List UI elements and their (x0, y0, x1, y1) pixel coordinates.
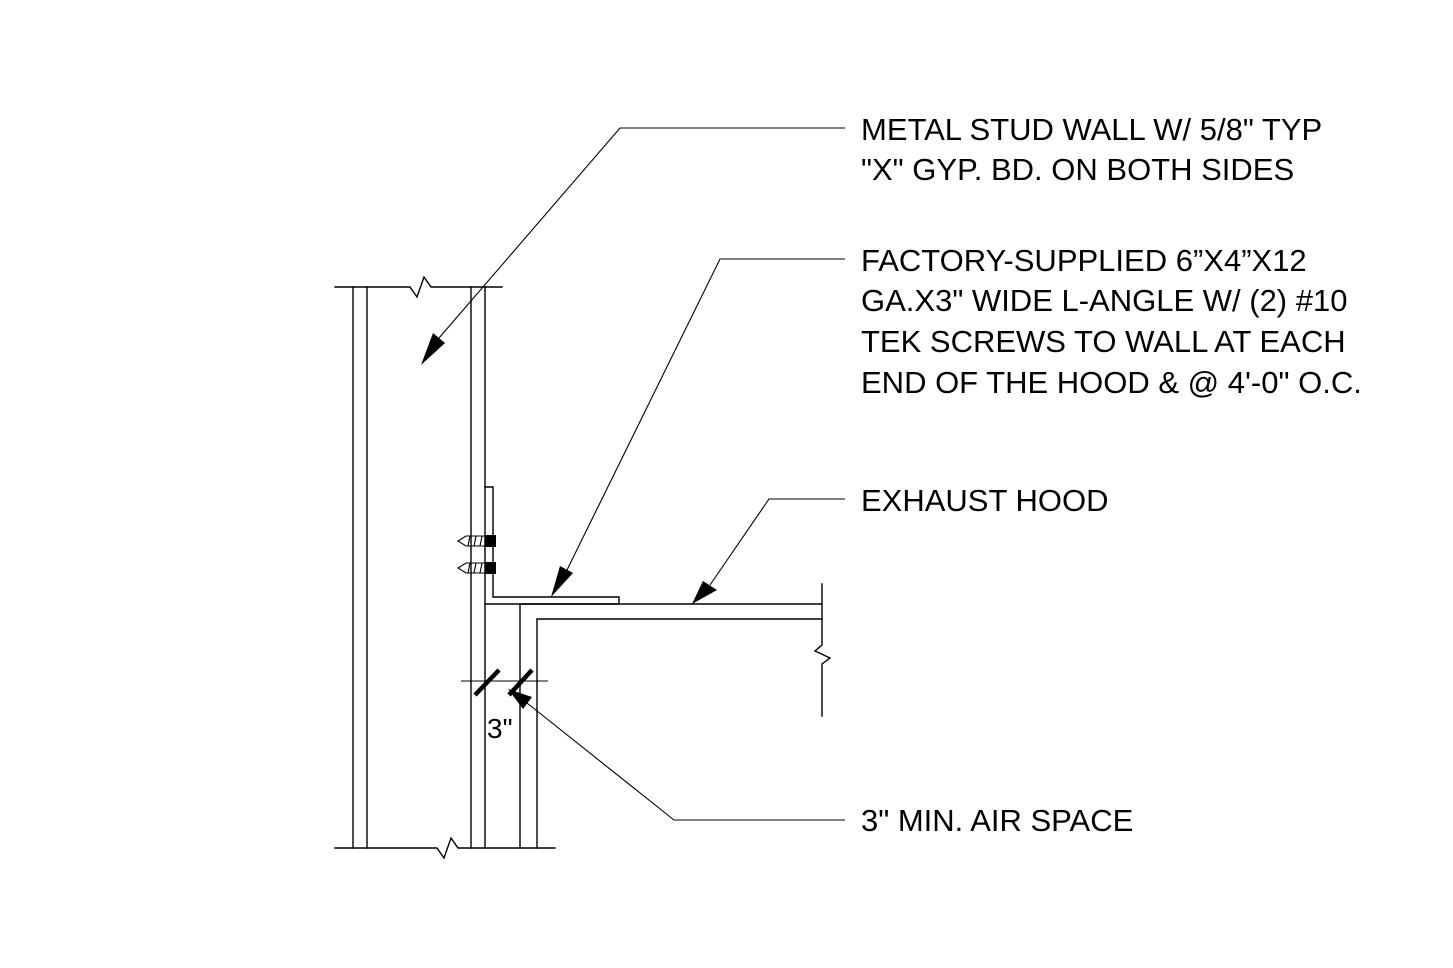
leaders (421, 127, 845, 821)
tek-screw-lower (456, 562, 496, 574)
note-wall-line-2: "X" GYP. BD. ON BOTH SIDES (861, 152, 1294, 187)
note-angle-line-4: END OF THE HOOD & @ 4'-0" O.C. (861, 365, 1362, 400)
note-angle-line-3: TEK SCREWS TO WALL AT EACH (861, 324, 1346, 359)
dimension-tick-left (473, 668, 501, 697)
note-air-space-line-1: 3" MIN. AIR SPACE (861, 803, 1133, 838)
note-wall: METAL STUD WALL W/ 5/8" TYP "X" GYP. BD.… (861, 112, 1322, 187)
hood-inner-line (536, 618, 823, 849)
angle-leader-line (565, 258, 845, 573)
note-angle-line-1: FACTORY-SUPPLIED 6”X4”X12 (861, 243, 1307, 278)
note-hood-line-1: EXHAUST HOOD (861, 483, 1108, 518)
hood-leader-arrowhead (692, 581, 717, 604)
hood-outer-line (519, 603, 823, 849)
note-angle: FACTORY-SUPPLIED 6”X4”X12 GA.X3" WIDE L-… (861, 243, 1362, 400)
note-wall-line-1: METAL STUD WALL W/ 5/8" TYP (861, 112, 1322, 147)
air-space-leader-arrowhead (508, 689, 532, 709)
exhaust-hood (519, 583, 832, 849)
note-angle-line-2: GA.X3" WIDE L-ANGLE W/ (2) #10 (861, 283, 1347, 318)
hood-leader-line (709, 498, 845, 586)
note-air-space: 3" MIN. AIR SPACE (861, 803, 1133, 838)
tek-screws (456, 535, 496, 574)
wall-bottom-break-line (334, 836, 556, 860)
air-space-dimension: 3" (461, 668, 548, 744)
angle-leader-arrowhead (551, 566, 573, 597)
note-hood: EXHAUST HOOD (861, 483, 1108, 518)
tek-screw-upper (456, 535, 496, 547)
metal-stud-wall (334, 275, 556, 860)
hood-break-line (813, 583, 832, 717)
dimension-text: 3" (487, 713, 513, 744)
wall-leader-line (438, 127, 845, 339)
air-space-leader-line (526, 702, 845, 821)
wall-leader-arrowhead (421, 333, 445, 365)
wall-top-break-line (334, 275, 503, 299)
